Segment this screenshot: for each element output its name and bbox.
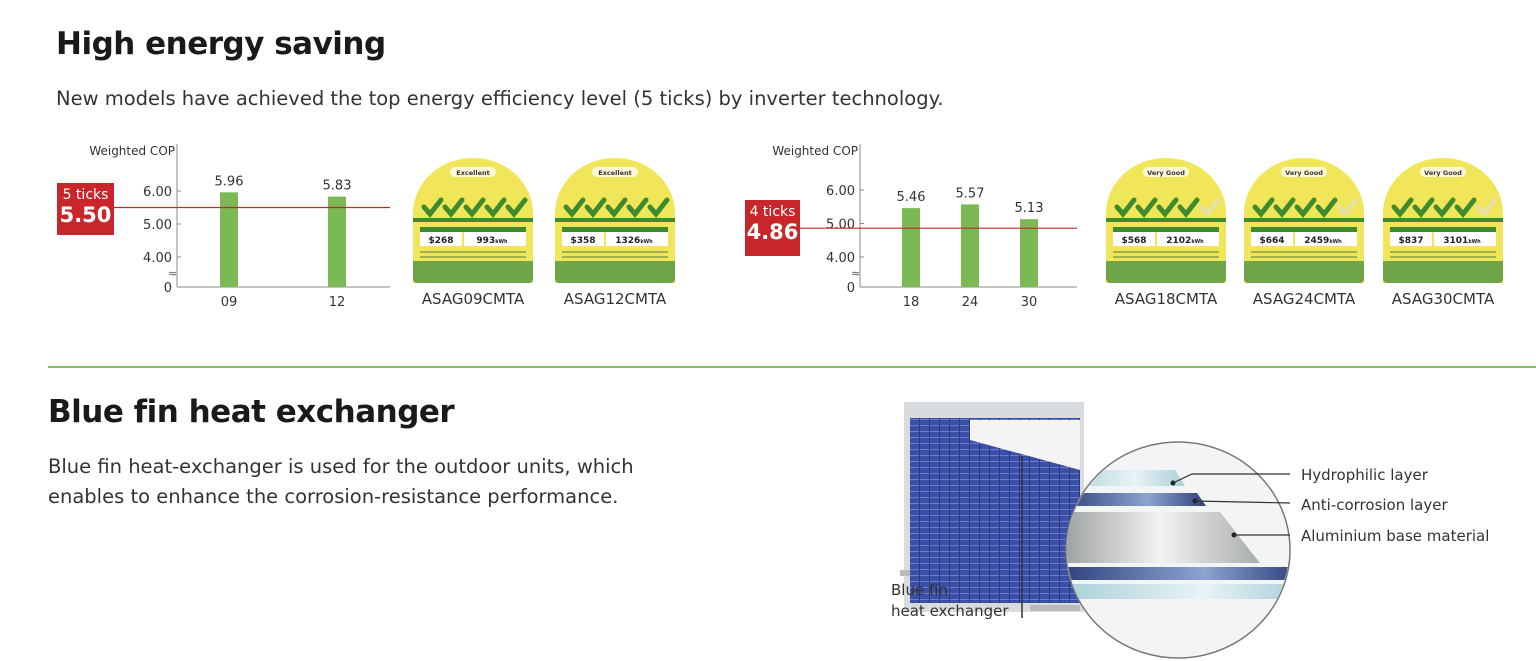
- y-tick-label: 6.00: [826, 184, 855, 199]
- tick-icon: [1177, 197, 1200, 218]
- diagram-label-anti-corrosion: Anti-corrosion layer: [1301, 496, 1448, 514]
- model-name: ASAG30CMTA: [1391, 290, 1495, 308]
- tick-icon: [1156, 197, 1179, 218]
- rating-text: Excellent: [456, 169, 490, 177]
- energy-rating-label: Very Good $568 2102kWh: [1103, 155, 1229, 287]
- tick-icon: [1273, 197, 1296, 218]
- cop-chart-large-models: Weighted COP 0 4.00 5.00 6.00 ≈5.46 18 5.57 24 5.…: [772, 144, 1077, 310]
- tick-icon: [1475, 197, 1498, 218]
- tick-icon: [1391, 197, 1414, 218]
- magnified-fin-cross-section: [1065, 441, 1291, 659]
- x-tick-label: 30: [1021, 295, 1038, 310]
- energy-rating-label: Very Good $837 3101kWh: [1380, 155, 1506, 287]
- tick-icon: [626, 197, 649, 218]
- energy-rating-label: Very Good $664 2459kWh: [1241, 155, 1367, 287]
- model-name: ASAG09CMTA: [421, 290, 525, 308]
- tick-icon: [442, 197, 465, 218]
- axis-break-icon: ≈: [168, 267, 177, 280]
- model-name: ASAG12CMTA: [563, 290, 667, 308]
- energy-rating-label: Excellent $358 1326kWh: [552, 155, 678, 287]
- cop-chart-small-models: Weighted COP 0 4.00 5.00 6.00 ≈5.96 09 5.83 12: [89, 144, 390, 310]
- tick-icon: [505, 197, 528, 218]
- tick-icon: [1198, 197, 1221, 218]
- bar: [328, 196, 346, 287]
- energy-label-graphic: Very Good $568 2102kWh: [1106, 158, 1226, 283]
- tick-icon: [1114, 197, 1137, 218]
- y-tick-label: 5.00: [143, 218, 172, 233]
- x-tick-label: 18: [903, 295, 920, 310]
- bar: [1020, 219, 1038, 287]
- tick-icon: [1412, 197, 1435, 218]
- kwh-text: 2102kWh: [1166, 236, 1204, 246]
- cost-text: $568: [1121, 236, 1146, 246]
- cost-text: $664: [1259, 236, 1284, 246]
- kwh-text: 3101kWh: [1443, 236, 1481, 246]
- tick-icon: [1454, 197, 1477, 218]
- kwh-text: 1326kWh: [615, 236, 653, 246]
- bar: [902, 208, 920, 287]
- energy-label-graphic: Very Good $664 2459kWh: [1244, 158, 1364, 283]
- tick-icon: [1294, 197, 1317, 218]
- tick-icon: [463, 197, 486, 218]
- rating-text: Very Good: [1285, 169, 1323, 177]
- threshold-badge-5-ticks: 5 ticks 5.50: [57, 183, 114, 235]
- data-label: 5.46: [897, 190, 926, 205]
- bar: [220, 192, 238, 287]
- x-tick-label: 09: [221, 295, 238, 310]
- energy-label-graphic: Very Good $837 3101kWh: [1383, 158, 1503, 283]
- y-tick-label: 4.00: [826, 251, 855, 266]
- tick-icon: [1336, 197, 1359, 218]
- model-name: ASAG24CMTA: [1252, 290, 1356, 308]
- tick-icon: [1252, 197, 1275, 218]
- section-divider: [48, 366, 1536, 368]
- cost-text: $358: [570, 236, 595, 246]
- section-description-energy: New models have achieved the top energy …: [56, 87, 944, 110]
- tick-icon: [484, 197, 507, 218]
- tick-icon: [563, 197, 586, 218]
- tick-icon: [647, 197, 670, 218]
- data-label: 5.83: [323, 179, 352, 194]
- rating-text: Excellent: [598, 169, 632, 177]
- tick-icon: [584, 197, 607, 218]
- blue-fin-diagram: [900, 402, 1291, 659]
- data-label: 5.57: [956, 186, 985, 201]
- y-axis-label: Weighted COP: [89, 144, 175, 158]
- tick-icon: [421, 197, 444, 218]
- energy-rating-label: Excellent $268 993kWh: [410, 155, 536, 287]
- diagram-label-unit: Blue fin heat exchanger: [891, 581, 1009, 620]
- axis-break-icon: ≈: [851, 267, 860, 280]
- tick-icon: [1135, 197, 1158, 218]
- section-title-energy: High energy saving: [56, 26, 386, 62]
- y-tick-label: 0: [164, 281, 172, 296]
- kwh-text: 993kWh: [476, 236, 508, 246]
- diagram-label-aluminium: Aluminium base material: [1301, 527, 1490, 545]
- tick-icon: [1315, 197, 1338, 218]
- model-name: ASAG18CMTA: [1114, 290, 1218, 308]
- tick-icon: [605, 197, 628, 218]
- outdoor-unit-illustration: [900, 402, 1084, 612]
- rating-text: Very Good: [1147, 169, 1185, 177]
- section-description-bluefin-2: enables to enhance the corrosion-resista…: [48, 485, 619, 508]
- section-title-bluefin: Blue fin heat exchanger: [48, 394, 455, 430]
- diagram-label-hydrophilic: Hydrophilic layer: [1301, 466, 1428, 484]
- y-tick-label: 4.00: [143, 251, 172, 266]
- section-description-bluefin-1: Blue fin heat-exchanger is used for the …: [48, 455, 634, 478]
- y-tick-label: 6.00: [143, 185, 172, 200]
- data-label: 5.96: [215, 174, 244, 189]
- bar: [961, 204, 979, 287]
- cost-text: $268: [428, 236, 453, 246]
- x-tick-label: 24: [962, 295, 979, 310]
- threshold-badge-4-ticks: 4 ticks 4.86: [745, 200, 800, 256]
- energy-label-graphic: Excellent $358 1326kWh: [555, 158, 675, 283]
- cost-text: $837: [1398, 236, 1423, 246]
- data-label: 5.13: [1015, 201, 1044, 216]
- y-tick-label: 5.00: [826, 218, 855, 233]
- kwh-text: 2459kWh: [1304, 236, 1342, 246]
- x-tick-label: 12: [329, 295, 346, 310]
- rating-text: Very Good: [1424, 169, 1462, 177]
- y-tick-label: 0: [847, 281, 855, 296]
- tick-icon: [1433, 197, 1456, 218]
- energy-label-graphic: Excellent $268 993kWh: [413, 158, 533, 283]
- y-axis-label: Weighted COP: [772, 144, 858, 158]
